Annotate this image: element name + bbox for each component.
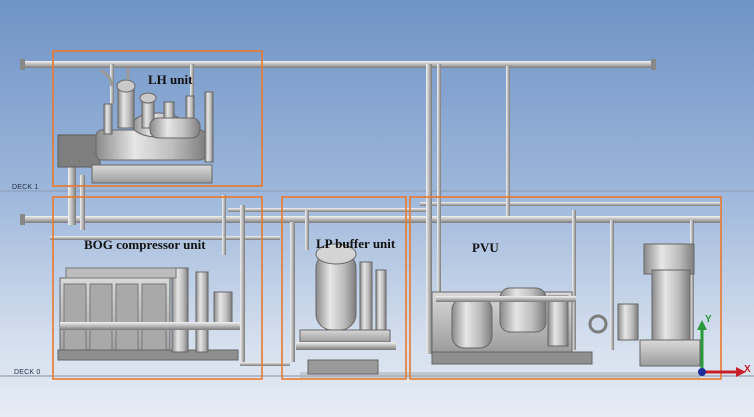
pvu-label: PVU [472,240,499,255]
pvu-equipment [431,243,701,367]
lp-buffer-unit-label: LP buffer unit [316,236,396,251]
x-axis-label: X [744,364,751,375]
lp-buffer-equipment [296,243,396,375]
lh-unit-box [52,50,263,187]
deck-0-label: DECK 0 [14,369,41,376]
pipe-rack-upper [20,59,720,240]
deck-1-label: DECK 1 [12,184,39,191]
unit-highlight-boxes [52,50,722,380]
y-axis-label: Y [705,314,712,325]
deck-floors [0,190,754,378]
bog-compressor-unit-label: BOG compressor unit [84,237,206,252]
bog-compressor-equipment [57,267,240,361]
bog-compressor-box [52,196,263,380]
lp-buffer-box [281,196,407,380]
pipe-risers [68,64,694,366]
lh-unit-equipment [57,68,214,184]
lh-unit-label: LH unit [148,72,193,87]
axis-triad [697,320,746,377]
pvu-box [409,196,722,380]
